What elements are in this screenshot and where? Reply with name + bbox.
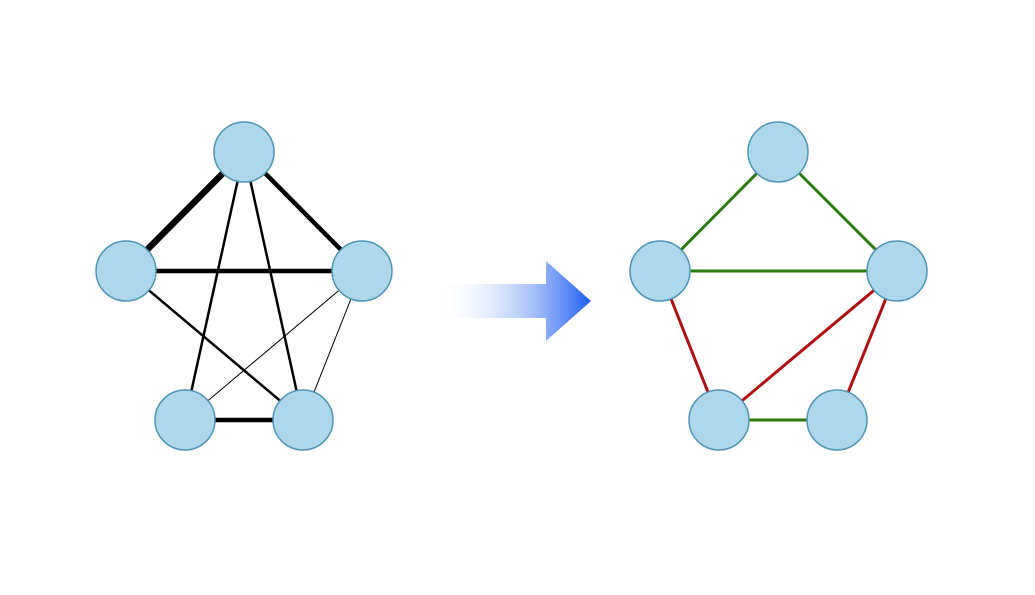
input-node-bottom-left xyxy=(154,389,216,451)
arrow-right-icon xyxy=(436,261,591,341)
output-node-bottom-left xyxy=(688,389,750,451)
input-graph-edges xyxy=(123,149,364,423)
output-node-right xyxy=(866,240,928,302)
transform-arrow-icon xyxy=(436,261,591,341)
input-node-top xyxy=(213,121,275,183)
output-node-bottom-right xyxy=(806,389,868,451)
input-graph xyxy=(95,121,393,451)
output-edge-right-bottom-left xyxy=(718,269,898,422)
input-graph-nodes xyxy=(95,121,393,451)
input-edge-right-bottom-left xyxy=(184,270,363,421)
input-node-right xyxy=(331,240,393,302)
output-node-left xyxy=(629,240,691,302)
input-edge-top-bottom-right xyxy=(242,151,305,421)
input-edge-left-bottom-right xyxy=(125,270,304,421)
output-node-top xyxy=(747,121,809,183)
input-edge-top-bottom-left xyxy=(183,151,246,421)
input-node-left xyxy=(95,240,157,302)
output-graph xyxy=(629,121,928,451)
input-node-bottom-right xyxy=(272,389,334,451)
output-graph-edges xyxy=(658,150,899,422)
output-graph-nodes xyxy=(629,121,928,451)
